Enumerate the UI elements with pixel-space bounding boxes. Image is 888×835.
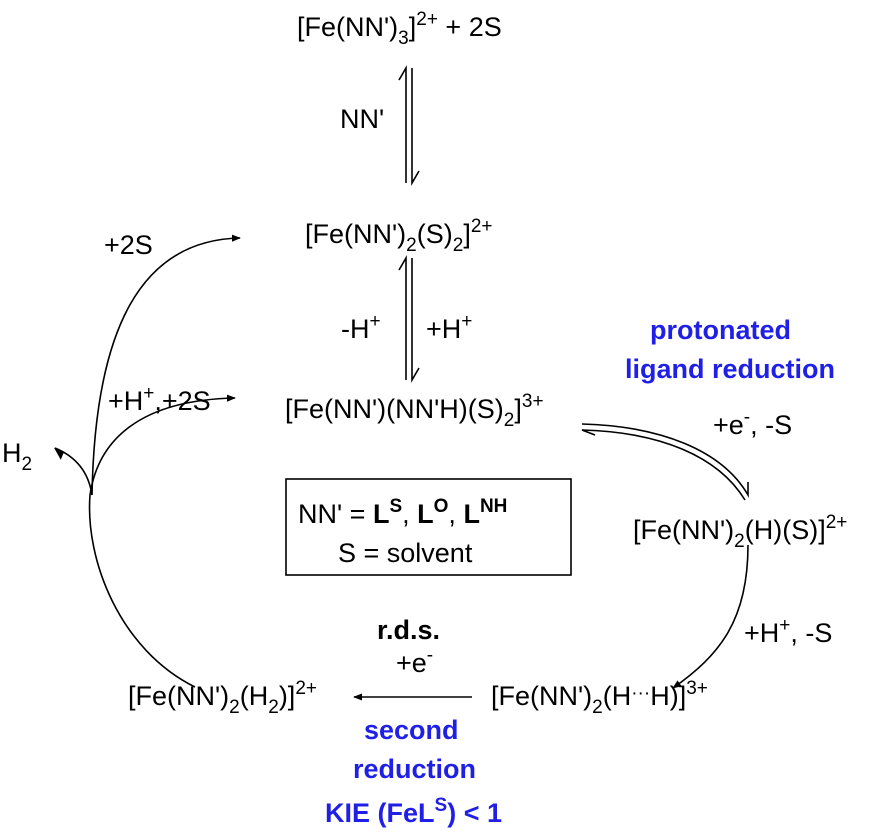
species-h2: H2 xyxy=(2,438,32,475)
equilibrium-arrow-protonation xyxy=(398,255,420,383)
legend-border xyxy=(285,478,572,576)
label-plus-h-minus-s: +H+, -S xyxy=(744,615,832,648)
annotation-reduction: reduction xyxy=(353,754,476,784)
label-plus-2s: +2S xyxy=(104,230,153,260)
label-minus-h: -H+ xyxy=(341,311,381,344)
annotation-kie: KIE (FeLS) < 1 xyxy=(325,795,502,828)
annotation-protonated: protonated xyxy=(650,315,791,345)
species-fe-nn-nnh-s2: [Fe(NN')(NN'H)(S)2]3+ xyxy=(285,391,544,431)
species-fe-nn2-h2: [Fe(NN')2(H2)]2+ xyxy=(128,678,317,718)
equilibrium-arrow-nn xyxy=(398,65,420,186)
label-rds: r.d.s. xyxy=(377,615,440,645)
annotation-ligand-reduction: ligand reduction xyxy=(625,354,835,384)
legend-box: NN' = LS, LO, LNH S = solvent xyxy=(285,478,572,576)
arrow-protonation-down xyxy=(672,544,749,689)
legend-solvent: S = solvent xyxy=(338,538,473,568)
species-fe-nn2-hh: [Fe(NN')2(H···H)]3+ xyxy=(491,678,708,718)
annotation-second: second xyxy=(364,715,459,745)
species-fe-nn2-h-s: [Fe(NN')2(H)(S)]2+ xyxy=(633,512,847,552)
arrow-h2-release-main xyxy=(88,394,236,688)
label-plus-h: +H+ xyxy=(426,311,472,344)
legend-ligand-definition: NN' = LS, LO, LNH xyxy=(298,496,507,529)
label-nn: NN' xyxy=(340,104,384,134)
label-plus-e: +e- xyxy=(396,645,433,678)
arrow-h2-out xyxy=(53,447,93,496)
species-fe-nn2-s2: [Fe(NN')2(S)2]2+ xyxy=(305,216,493,256)
species-fe-nn3: [Fe(NN')3]2+ + 2S xyxy=(297,9,502,49)
label-plus-e-minus-s: +e-, -S xyxy=(713,407,792,440)
label-plus-h-plus-2s: +H+,+2S xyxy=(108,383,211,416)
arrow-plus-2s xyxy=(91,234,241,496)
equilibrium-arrow-protonated-reduction xyxy=(581,423,749,501)
